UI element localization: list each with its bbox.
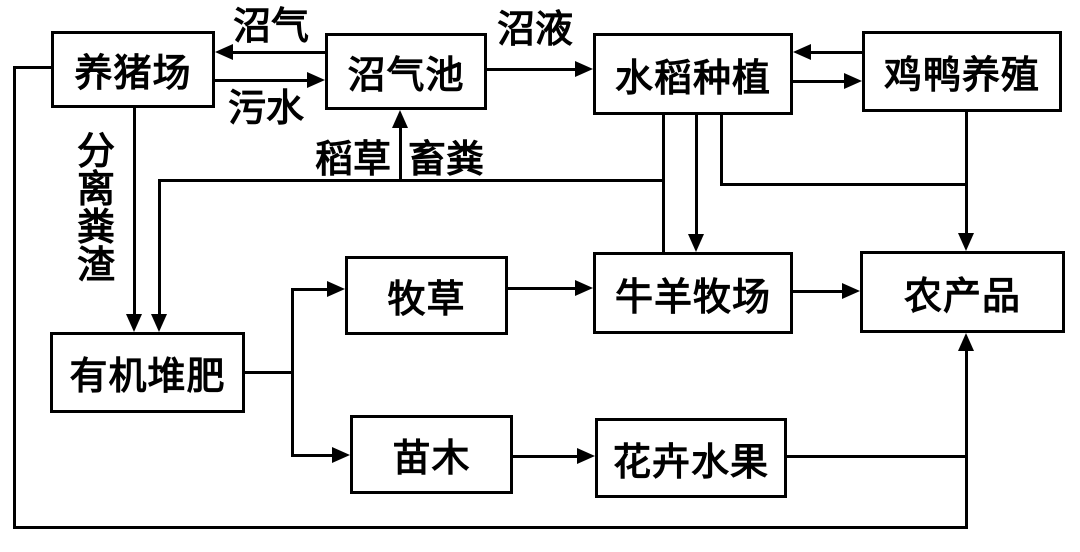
edge-rice-to-ranch-line (695, 115, 698, 235)
edge-poultry-to-products-line (965, 112, 968, 233)
edge-biogas-slurry-line (487, 68, 576, 71)
node-seedlings: 苗木 (350, 415, 513, 494)
node-flowers-fruits-label: 花卉水果 (612, 441, 769, 484)
arrowhead-straw-manure-into-digester (392, 110, 408, 128)
arrowhead-seedlings-into-flowers (577, 448, 595, 464)
edge-rice-to-poultry-line (793, 80, 845, 83)
edge-straw-drop-to-compost-line (158, 179, 161, 315)
edge-ranch-to-products-line (793, 290, 844, 293)
edge-rice-leg-straw-line (662, 115, 665, 252)
arrowhead-sewage-into-digester (307, 72, 325, 88)
node-cattle-sheep-ranch-label: 牛羊牧场 (614, 276, 771, 319)
node-pig-farm: 养猪场 (51, 31, 215, 108)
arrowhead-biogas-into-pig-farm (215, 44, 233, 60)
node-rice-planting-label: 水稻种植 (614, 57, 771, 100)
arrowhead-rice-into-ranch (688, 234, 704, 252)
arrowhead-poultry-into-rice (793, 44, 811, 60)
edge-compost-to-seedlings-line (291, 454, 334, 457)
node-cattle-sheep-ranch: 牛羊牧场 (593, 252, 793, 334)
node-farm-products: 农产品 (860, 251, 1065, 333)
node-pig-farm-label: 养猪场 (74, 53, 192, 95)
node-flowers-fruits: 花卉水果 (595, 418, 787, 498)
edge-biogas-line (230, 51, 325, 54)
edge-feedback-rail-bottom-line (13, 526, 968, 529)
edge-seedlings-to-flowers-line (513, 455, 579, 458)
edge-rice-straw-horizontal-line (158, 179, 665, 182)
node-pasture-grass: 牧草 (345, 256, 508, 335)
edge-pig-to-compost-line (133, 108, 136, 315)
edge-label-separated-manure-residue: 分离粪渣 (76, 131, 115, 287)
node-poultry-farming: 鸡鸭养殖 (862, 31, 1062, 112)
arrowhead-compost-into-seedlings (332, 447, 350, 463)
arrowhead-slurry-into-rice (575, 61, 593, 77)
arrowhead-grass-into-ranch (575, 280, 593, 296)
node-farm-products-label: 农产品 (903, 275, 1021, 318)
arrowhead-rice-into-poultry (844, 73, 862, 89)
node-organic-compost: 有机堆肥 (50, 332, 245, 413)
edge-products-up-line (965, 351, 968, 529)
edge-label-biogas: 沼气 (233, 6, 310, 48)
arrowhead-rail-into-products (958, 333, 974, 351)
node-organic-compost-label: 有机堆肥 (69, 356, 226, 398)
arrowhead-poultry-into-products (958, 233, 974, 251)
node-biogas-digester-label: 沼气池 (347, 55, 465, 97)
edge-feedback-rail-top-line (13, 66, 51, 69)
edge-grass-to-ranch-line (508, 287, 577, 290)
edge-label-biogas-slurry: 沼液 (497, 9, 574, 51)
edge-poultry-to-rice-line (810, 51, 862, 54)
arrowhead-pig-into-compost (126, 314, 142, 332)
node-poultry-farming-label: 鸡鸭养殖 (883, 55, 1040, 97)
edge-compost-output-line (245, 371, 294, 374)
node-biogas-digester: 沼气池 (325, 33, 487, 110)
edge-sewage-line (215, 79, 308, 82)
arrowhead-straw-into-compost (151, 314, 167, 332)
edge-feedback-rail-left-line (13, 66, 16, 529)
arrowhead-ranch-into-products (842, 283, 860, 299)
edge-label-rice-straw: 稻草 (315, 139, 392, 181)
arrowhead-compost-into-grass (327, 281, 345, 297)
edge-compost-to-grass-line (291, 288, 329, 291)
edge-label-livestock-manure: 畜粪 (408, 139, 485, 181)
edge-compost-split-line (291, 288, 294, 457)
edge-label-sewage: 污水 (228, 88, 305, 130)
edge-straw-manure-to-digester-line (399, 126, 402, 181)
node-pasture-grass-label: 牧草 (387, 279, 466, 321)
edge-flowers-output-line (787, 455, 968, 458)
edge-rice-to-products-drop-line (720, 115, 723, 185)
node-rice-planting: 水稻种植 (593, 33, 793, 115)
edge-rice-to-products-horizontal-line (720, 183, 968, 186)
node-seedlings-label: 苗木 (392, 438, 471, 480)
